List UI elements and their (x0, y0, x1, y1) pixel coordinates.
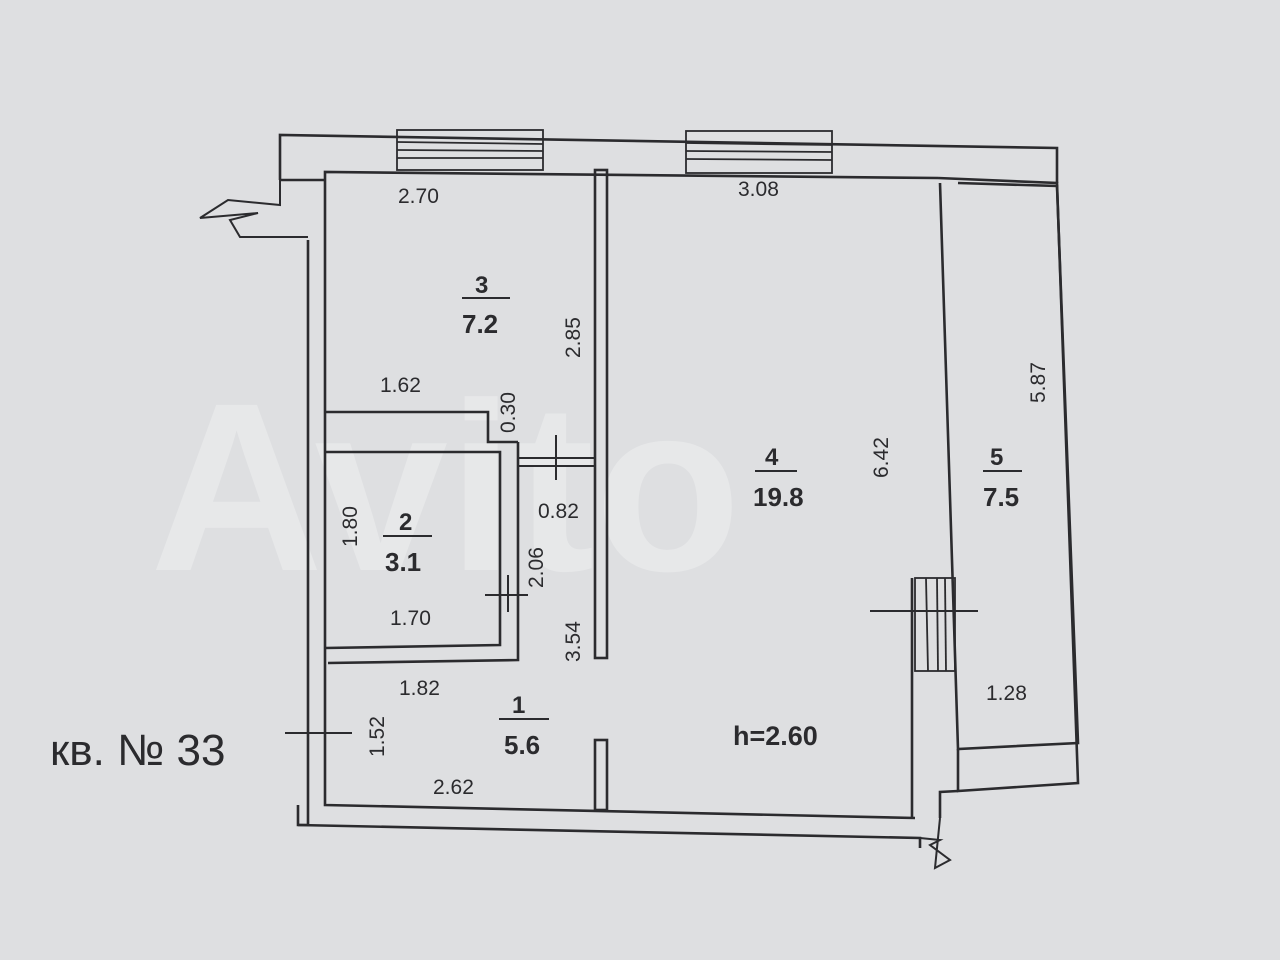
outer-wall-top (278, 133, 1059, 183)
ceiling-height-label: h=2.60 (733, 721, 818, 751)
partition-stub-bottom (593, 738, 609, 812)
dim-030: 0.30 (497, 392, 520, 433)
room-4-number: 4 (765, 444, 779, 471)
break-symbol-bottom (919, 817, 952, 870)
dim-180: 1.80 (339, 506, 362, 547)
balcony-wall (937, 176, 1080, 793)
balcony-door (870, 577, 978, 672)
dim-262: 2.62 (433, 776, 474, 799)
apartment-label: кв. № 33 (50, 726, 225, 775)
dim-206: 2.06 (525, 547, 548, 588)
wall-room2-top (325, 410, 518, 444)
dim-642: 6.42 (870, 437, 893, 478)
partition-3-4 (593, 168, 609, 660)
room-3-area: 7.2 (462, 309, 498, 339)
room-1-number: 1 (512, 692, 525, 719)
outer-wall-inner-left (323, 237, 916, 820)
dim-587: 5.87 (1027, 362, 1050, 403)
break-symbol-left (199, 180, 308, 238)
dim-152: 1.52 (366, 716, 389, 757)
outer-wall-inner-top (323, 170, 939, 237)
room-5-number: 5 (990, 444, 1003, 471)
room-3-number: 3 (475, 272, 488, 299)
watermark-text: Avito (150, 353, 741, 621)
room-1-area: 5.6 (504, 730, 540, 760)
balcony-inner-wall (938, 181, 1080, 751)
room-2-area: 3.1 (385, 547, 421, 577)
window-left (396, 129, 544, 171)
dim-162: 1.62 (380, 374, 421, 397)
room-4-area: 19.8 (753, 482, 804, 512)
wall-room2-outer (327, 442, 520, 665)
dim-308: 3.08 (738, 178, 779, 201)
dim-285: 2.85 (562, 317, 585, 358)
room-2-number: 2 (399, 509, 412, 536)
wall-room2-inner (324, 450, 502, 650)
dim-182: 1.82 (399, 677, 440, 700)
dim-128: 1.28 (986, 682, 1027, 705)
outer-wall-bottom (297, 823, 922, 848)
room-5-area: 7.5 (983, 482, 1019, 512)
wall-right-bottom (938, 789, 959, 818)
dim-354: 3.54 (562, 621, 585, 662)
dim-270: 2.70 (398, 185, 439, 208)
dim-170: 1.70 (390, 607, 431, 630)
dim-082: 0.82 (538, 500, 579, 523)
window-right (685, 130, 833, 174)
